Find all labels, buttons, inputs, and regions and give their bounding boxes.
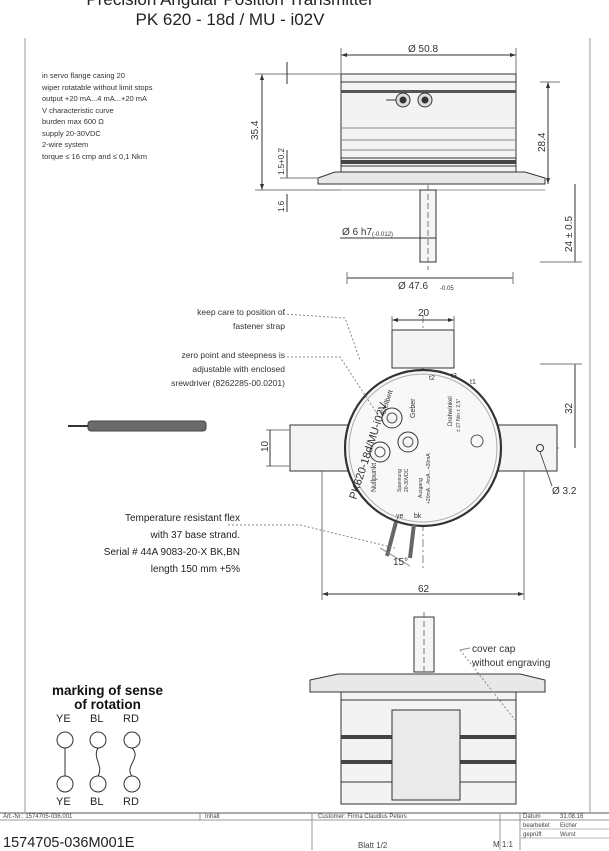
note-line: zero point and steepness is [181, 350, 285, 360]
bearbeitet-label: bearbeitet [523, 823, 550, 829]
note-line: length 150 mm +5% [150, 564, 240, 575]
dim-d508: Ø 50.8 [408, 44, 438, 55]
spec-line: wiper rotatable without limit stops [42, 82, 153, 92]
dim-15: 1.5+0.2 [277, 148, 286, 175]
dim-24: 24 ± 0.5 [564, 215, 575, 252]
rotation-bottom-label: BL [90, 796, 104, 808]
rotation-top-label: YE [56, 713, 71, 725]
note-keep-care: keep care to position of fastener strap [160, 305, 285, 333]
dim-32: 32 [564, 402, 575, 414]
rotation-top-label: RD [123, 713, 139, 725]
disc-wire-label: bk [414, 513, 422, 520]
inhalt-field: Inhalt [205, 814, 220, 820]
dim-62: 62 [418, 584, 430, 595]
dim-284: 28.4 [537, 132, 548, 152]
note-line: Temperature resistant flex [124, 513, 240, 524]
date-value: 31.08.16 [560, 814, 584, 820]
geprueft-name: Wurst [560, 832, 576, 838]
disc-drehwinkel-value: ± 27 Nm ± 2,5° [456, 399, 462, 432]
dim-20: 20 [418, 308, 430, 319]
drawing-scale: M 1:1 [493, 840, 514, 849]
spec-line: supply 20-30VDC [42, 128, 101, 138]
title-block: Art.-Nr.: 1574705-036.001 Inhalt Custome… [0, 813, 609, 851]
note-zero-point: zero point and steepness is adjustable w… [150, 348, 285, 390]
spec-line: in servo flange casing 20 [42, 71, 125, 80]
disc-geber-label: Geber [410, 398, 417, 418]
rotation-title: marking of sense of rotation [35, 684, 180, 712]
rotation-top-label: BL [90, 713, 104, 725]
disc-ausgang-label: Ausgang [418, 478, 424, 498]
dim-10: 10 [260, 440, 271, 452]
rotation-title-line: marking of sense [51, 683, 164, 698]
disc-drehwinkel-label: Drehwinkel [448, 396, 454, 426]
dim-shaft: Ø 6 h7 [342, 227, 372, 238]
disc-pin-label: t1 [470, 379, 476, 386]
spec-line: V characteristic curve [42, 105, 114, 115]
title-line-2: PK 620 - 18d / MU - i02V [135, 10, 325, 29]
disc-pin-label: t2 [429, 375, 435, 382]
note-cover-cap: cover cap without engraving [472, 643, 567, 671]
artnr-field: Art.-Nr.: 1574705-036.001 [3, 814, 73, 820]
note-line: without engraving [472, 658, 551, 669]
title-line-1: Precision Angular Position Transmitter [60, 0, 400, 10]
note-line: srewdriver (8262285-00.0201) [171, 378, 285, 388]
disc-spannung-label: Spannung [397, 469, 403, 492]
datum-header: Datum [523, 814, 541, 820]
spec-line: torque ≤ 16 cmp and ≤ 0,1 Nkm [42, 151, 147, 161]
spec-line: output +20 mA...4 mA...+20 mA [42, 94, 148, 103]
disc-wire-label: ye [396, 513, 404, 520]
drawing-title: Precision Angular Position Transmitter P… [60, 0, 400, 30]
spec-list: in servo flange casing 20 wiper rotatabl… [42, 70, 232, 162]
geprueft-label: geprüft [523, 832, 542, 838]
dim-d32: Ø 3.2 [552, 486, 577, 497]
note-flex: Temperature resistant flex with 37 base … [90, 510, 240, 578]
rotation-title-line: of rotation [74, 697, 141, 712]
note-line: with 37 base strand. [150, 530, 241, 541]
bearbeitet-name: Eicher [560, 823, 578, 829]
disc-nullpunkt-label: Nullpunkt [371, 463, 378, 492]
note-line: fastener strap [233, 321, 285, 331]
dim-d476-tol: -0.05 [440, 286, 454, 292]
customer-field: Customer: Firma Claudius Peters [318, 814, 407, 820]
rotation-bottom-label: YE [56, 796, 71, 808]
note-line: cover cap [472, 644, 516, 655]
dim-354: 35.4 [250, 120, 261, 140]
dim-shaft-tol: (-0.012) [372, 232, 393, 238]
spec-line: 2-wire system [42, 140, 89, 149]
spec-line: burden max 600 Ω [42, 117, 104, 126]
disc-ausgang-value: +20mA...4mA...+20mA [426, 453, 432, 504]
note-line: keep care to position of [197, 307, 285, 317]
dim-angle: 15° [393, 557, 408, 568]
note-line: adjustable with enclosed [192, 364, 285, 374]
rotation-bottom-label: RD [123, 796, 139, 808]
dim-d476: Ø 47.6 [398, 281, 428, 292]
dim-16: 1.6 [277, 200, 286, 212]
document-number: 1574705-036M001E [3, 835, 135, 851]
disc-pin-label: t3 [451, 373, 457, 380]
disc-spannung-value: 20-30VDC [404, 468, 410, 492]
note-line: Serial # 44A 9083-20-X BK,BN [103, 547, 240, 558]
sheet-number: Blatt 1/2 [358, 841, 388, 850]
